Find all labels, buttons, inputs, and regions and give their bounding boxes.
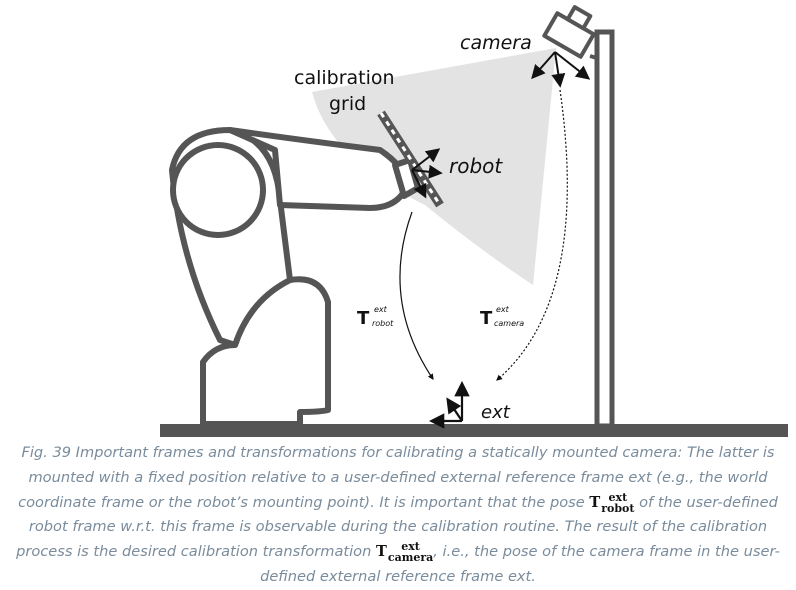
camera-mounting-pole <box>594 29 615 429</box>
svg-text:ext: ext <box>374 305 388 314</box>
robot-arm <box>169 127 421 427</box>
calibration-grid-label-line1: calibration <box>294 67 395 89</box>
caption-text-3: , i.e., the pose of the camera frame in … <box>260 543 780 585</box>
camera-label: camera <box>460 32 532 54</box>
camera-to-ext-arrow <box>496 89 568 381</box>
svg-text:T: T <box>480 308 493 329</box>
robot-frame-arrows <box>411 148 443 199</box>
calibration-grid <box>377 110 444 208</box>
caption-text-1: Fig. 39 Important frames and transformat… <box>18 444 775 511</box>
ext-frame-arrows <box>428 380 470 429</box>
t-ext-camera-label: T ext camera <box>480 305 524 329</box>
ext-label: ext <box>481 402 511 423</box>
camera-body <box>542 5 598 60</box>
svg-text:robot: robot <box>372 319 394 328</box>
t-ext-robot-label: T ext robot <box>357 305 394 329</box>
ground-plate <box>160 424 788 437</box>
figure-caption: Fig. 39 Important frames and transformat… <box>6 441 790 590</box>
robot-shoulder-joint <box>170 142 266 238</box>
robot-to-ext-arrow <box>399 211 434 380</box>
svg-text:camera: camera <box>494 319 524 328</box>
svg-text:T: T <box>357 308 370 329</box>
calibration-diagram: camera calibration grid robot ext T ext … <box>160 5 788 437</box>
svg-text:ext: ext <box>496 305 510 314</box>
caption-text-2: of the user-defined robot frame w.r.t. t… <box>16 493 778 561</box>
camera-frame-arrows <box>531 51 591 88</box>
robot-label: robot <box>449 154 503 178</box>
calibration-grid-label-line2: grid <box>329 93 366 115</box>
